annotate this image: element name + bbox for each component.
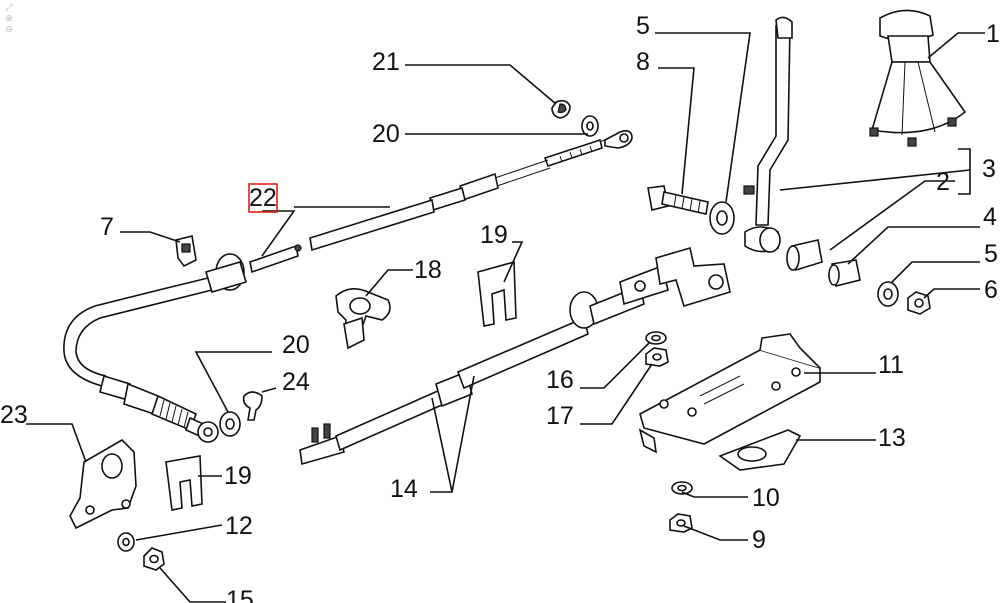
label-15[interactable]: 15 bbox=[226, 586, 254, 603]
label-19-bottom[interactable]: 19 bbox=[224, 462, 252, 490]
cable-bracket[interactable] bbox=[69, 438, 137, 530]
label-1[interactable]: 1 bbox=[986, 20, 1000, 48]
expand-icon[interactable]: ⤢ bbox=[5, 2, 13, 12]
label-21[interactable]: 21 bbox=[372, 48, 400, 76]
zoom-in-icon[interactable]: ⊕ bbox=[5, 13, 13, 23]
label-4[interactable]: 4 bbox=[983, 203, 997, 231]
label-5-right[interactable]: 5 bbox=[984, 240, 998, 268]
label-2[interactable]: 2 bbox=[936, 168, 950, 196]
washer-right[interactable] bbox=[877, 281, 899, 307]
bush[interactable] bbox=[786, 239, 823, 272]
nut-15[interactable] bbox=[143, 547, 165, 571]
bush-18[interactable] bbox=[335, 288, 391, 350]
label-24[interactable]: 24 bbox=[282, 368, 310, 396]
gear-control-cable[interactable] bbox=[63, 130, 633, 443]
label-20-top[interactable]: 20 bbox=[372, 120, 400, 148]
label-13[interactable]: 13 bbox=[878, 424, 906, 452]
gear-lever[interactable] bbox=[743, 16, 793, 253]
nut-17[interactable] bbox=[645, 347, 669, 367]
circlip-24[interactable] bbox=[242, 391, 263, 421]
label-22[interactable]: 22 bbox=[249, 184, 277, 212]
label-9[interactable]: 9 bbox=[752, 526, 766, 554]
washer-20-bottom[interactable] bbox=[219, 411, 241, 437]
label-20-bottom[interactable]: 20 bbox=[282, 331, 310, 359]
label-19-top[interactable]: 19 bbox=[480, 221, 508, 249]
bolt[interactable] bbox=[647, 185, 709, 215]
support-bracket[interactable] bbox=[638, 333, 821, 454]
label-3[interactable]: 3 bbox=[982, 155, 996, 183]
label-10[interactable]: 10 bbox=[752, 484, 780, 512]
label-17[interactable]: 17 bbox=[546, 402, 574, 430]
label-14[interactable]: 14 bbox=[390, 475, 418, 503]
gear-knob-boot[interactable] bbox=[869, 9, 967, 147]
clip-19-bottom[interactable] bbox=[165, 455, 203, 511]
circlip-top[interactable] bbox=[551, 99, 571, 119]
nut-9[interactable] bbox=[669, 513, 693, 533]
label-5-top[interactable]: 5 bbox=[636, 12, 650, 40]
label-12[interactable]: 12 bbox=[225, 512, 253, 540]
zoom-out-icon[interactable]: ⊖ bbox=[5, 24, 13, 34]
washer-top[interactable] bbox=[709, 201, 735, 235]
label-23[interactable]: 23 bbox=[0, 401, 28, 429]
label-8[interactable]: 8 bbox=[636, 48, 650, 76]
clip-19-top[interactable] bbox=[477, 260, 517, 327]
part-labels: 1 2 3 4 5 5 6 7 8 9 10 11 12 13 14 15 16… bbox=[0, 12, 1000, 603]
label-18[interactable]: 18 bbox=[414, 256, 442, 284]
washer-16[interactable] bbox=[645, 331, 667, 345]
label-6[interactable]: 6 bbox=[984, 276, 998, 304]
viewer-toolbar: ⤢ ⊕ ⊖ bbox=[2, 2, 16, 35]
selector-rod[interactable] bbox=[299, 246, 731, 466]
label-11[interactable]: 11 bbox=[878, 351, 904, 379]
label-7[interactable]: 7 bbox=[100, 213, 114, 241]
cover-plate[interactable] bbox=[718, 429, 802, 471]
leader-lines bbox=[26, 32, 985, 603]
washer-10[interactable] bbox=[671, 481, 693, 495]
label-22-highlight bbox=[248, 183, 278, 213]
washer-20-top[interactable] bbox=[581, 115, 599, 137]
spacer[interactable] bbox=[828, 259, 861, 287]
retainer-clip[interactable] bbox=[175, 235, 197, 268]
label-16[interactable]: 16 bbox=[546, 366, 574, 394]
washer-12[interactable] bbox=[117, 532, 135, 552]
